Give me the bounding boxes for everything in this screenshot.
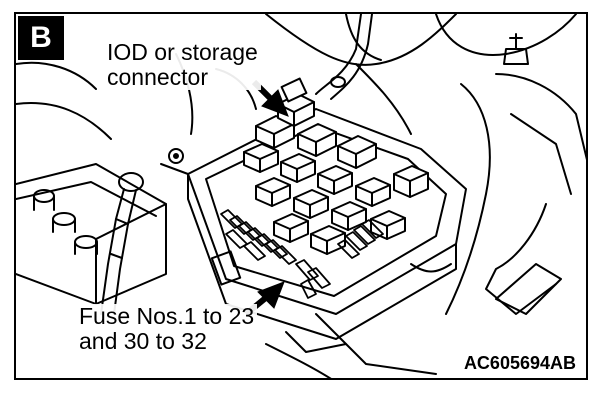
iod-label-line-1: IOD or storage xyxy=(107,39,258,65)
iod-connector xyxy=(277,77,315,127)
fuses-left xyxy=(220,209,297,265)
fuses-right xyxy=(295,219,384,299)
diagram-frame: B IOD or storage connector Fuse Nos.1 to… xyxy=(14,12,588,380)
battery-cable xyxy=(100,172,144,315)
figure-badge: B xyxy=(18,16,64,60)
fuse-arrow-head xyxy=(257,281,285,309)
iod-arrow-head xyxy=(261,89,289,117)
wiring-harness xyxy=(315,14,412,135)
fuse-label-line-1: Fuse Nos.1 to 23 xyxy=(79,303,255,329)
fuse-label-line-2: and 30 to 32 xyxy=(79,328,207,354)
iod-label-line-2: connector xyxy=(107,64,209,90)
figure-code: AC605694AB xyxy=(461,353,578,374)
bolt xyxy=(503,33,529,65)
fuse-box-housing xyxy=(160,108,467,353)
iod-connector-label: IOD or storage connector xyxy=(104,40,261,90)
relay-blocks xyxy=(243,115,429,255)
engine-bay-illustration xyxy=(16,14,586,378)
battery xyxy=(16,163,167,305)
fuse-numbers-label: Fuse Nos.1 to 23 and 30 to 32 xyxy=(76,303,258,354)
